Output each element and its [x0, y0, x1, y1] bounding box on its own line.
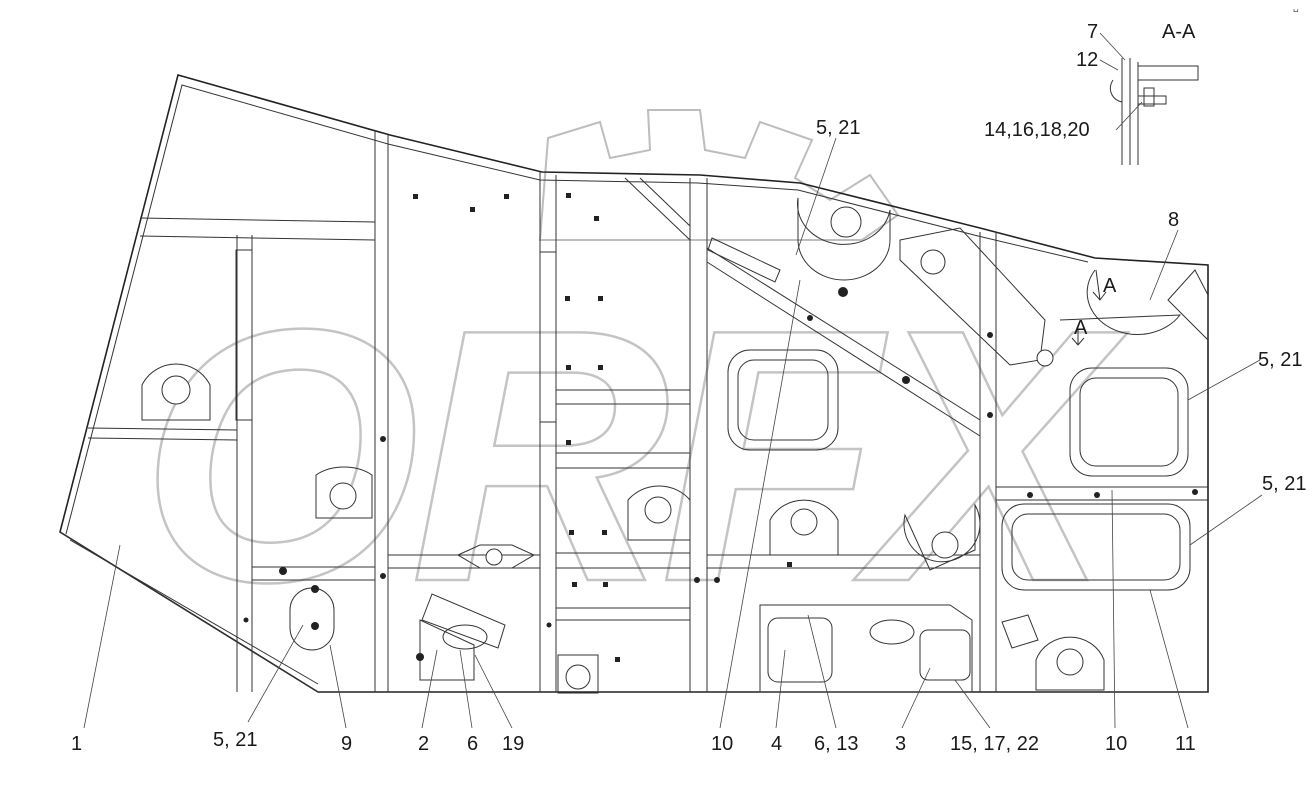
callout-8: 8	[1168, 209, 1179, 231]
callout-3: 3	[895, 733, 906, 755]
callout-12: 12	[1076, 49, 1098, 71]
callout-4: 4	[771, 733, 782, 755]
callout-11: 11	[1175, 733, 1196, 755]
section-title: A-A	[1162, 21, 1196, 43]
callout-5-21-top: 5, 21	[816, 117, 860, 139]
callout-7: 7	[1087, 21, 1098, 43]
callouts-side: 5, 21 8 5, 21 5, 21	[816, 117, 1306, 495]
callout-1: 1	[71, 733, 82, 755]
callout-2: 2	[418, 733, 429, 755]
watermark-letters: ORFX	[140, 255, 1129, 657]
callout-5-21-left: 5, 21	[213, 729, 257, 751]
callout-9: 9	[341, 733, 352, 755]
callout-6: 6	[467, 733, 478, 755]
main-panel	[59, 74, 1209, 694]
section-cut-marks: A A	[1071, 269, 1117, 346]
watermark-gear	[538, 109, 900, 241]
watermark: ORFX	[139, 109, 1140, 658]
section-a-a-inset: A-A 7 12 14,16,18,20 ␣	[984, 2, 1299, 165]
leader-lines	[83, 137, 1263, 729]
callout-6-13: 6, 13	[814, 733, 858, 755]
callout-5-21-right-upper: 5, 21	[1258, 349, 1302, 371]
callout-15-17-22: 15, 17, 22	[950, 733, 1039, 755]
callout-14-16-18-20: 14,16,18,20	[984, 119, 1090, 141]
fastener-holes	[243, 193, 1198, 662]
callout-10-mid: 10	[711, 733, 733, 755]
callout-19: 19	[502, 733, 524, 755]
callouts-bottom: 1 5, 21 9 2 6 19 10 4 6, 13 3 15, 17, 22…	[71, 729, 1196, 755]
corner-mark: ␣	[1293, 2, 1299, 13]
section-mark-lower: A	[1074, 317, 1088, 339]
section-mark-upper: A	[1103, 275, 1117, 297]
callout-5-21-right-lower: 5, 21	[1262, 473, 1306, 495]
callout-10-right: 10	[1105, 733, 1127, 755]
